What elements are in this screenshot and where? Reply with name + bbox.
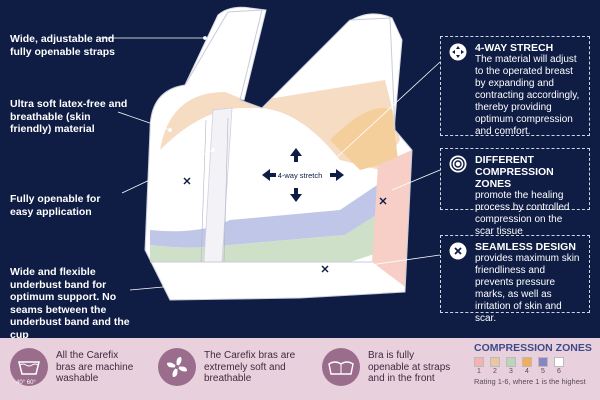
- arrows-icon: [449, 43, 467, 61]
- wash-temp: 40° 60°: [16, 380, 36, 386]
- stretch-label: 4-way stretch: [277, 171, 323, 180]
- box-seamless-design: SEAMLESS DESIGN provides maximum skin fr…: [440, 235, 590, 324]
- swatch-row: [474, 357, 598, 367]
- box-desc: The material will adjust to the operated…: [475, 54, 580, 137]
- swatch-numbers: 1 2 3 4 5 6: [474, 368, 598, 375]
- zone-swatch-5: [538, 357, 548, 367]
- box-title: SEAMLESS DESIGN: [475, 241, 576, 253]
- label-straps: Wide, adjustable and fully openable stra…: [10, 33, 116, 58]
- label-material: Ultra soft latex-free and breathable (sk…: [10, 98, 128, 135]
- zone-swatch-6: [554, 357, 564, 367]
- compression-zones-legend: COMPRESSION ZONES 1 2 3 4 5 6 Rating 1-6, whe…: [474, 342, 598, 386]
- box-4-way-stretch: 4-WAY STRECH The material will adjust to…: [440, 36, 590, 137]
- feature-bar: 40° 60° All the Carefix bras are machine…: [0, 338, 600, 400]
- cross-circle-icon: [449, 242, 467, 260]
- wash-icon: [10, 348, 48, 386]
- zone-number: 6: [557, 368, 561, 375]
- box-desc: provides maximum skin friendliness and p…: [475, 253, 580, 324]
- label-openable: Fully openable for easy application: [10, 193, 101, 218]
- box-compression-zones: DIFFERENT COMPRESSION ZONES promote the …: [440, 148, 590, 237]
- feature-text: All the Carefix bras are machine washabl…: [56, 350, 134, 384]
- feature-text: Bra is fully openable at straps and in t…: [368, 350, 451, 384]
- stretch-arrows-icon: [262, 148, 344, 202]
- zone-number: 3: [509, 368, 513, 375]
- box-title: 4-WAY STRECH: [475, 42, 554, 54]
- box-desc: promote the healing process by controlle…: [475, 190, 570, 237]
- bra-icon: [322, 348, 360, 386]
- target-icon: [449, 155, 467, 173]
- zone-swatch-1: [474, 357, 484, 367]
- zone-number: 4: [525, 368, 529, 375]
- zone-swatch-4: [522, 357, 532, 367]
- box-title: DIFFERENT COMPRESSION ZONES: [475, 154, 554, 190]
- zone-number: 1: [477, 368, 481, 375]
- zone-swatch-2: [490, 357, 500, 367]
- compression-zones-title: COMPRESSION ZONES: [474, 342, 592, 354]
- fan-icon: [158, 348, 196, 386]
- bra-illustration: [100, 6, 441, 301]
- compression-zones-note: Rating 1-6, where 1 is the highest: [474, 377, 586, 386]
- zone-number: 5: [541, 368, 545, 375]
- label-underbust: Wide and flexible underbust band for opt…: [10, 266, 130, 341]
- feature-text: The Carefix bras are extremely soft and …: [204, 350, 296, 384]
- zone-number: 2: [493, 368, 497, 375]
- zone-swatch-3: [506, 357, 516, 367]
